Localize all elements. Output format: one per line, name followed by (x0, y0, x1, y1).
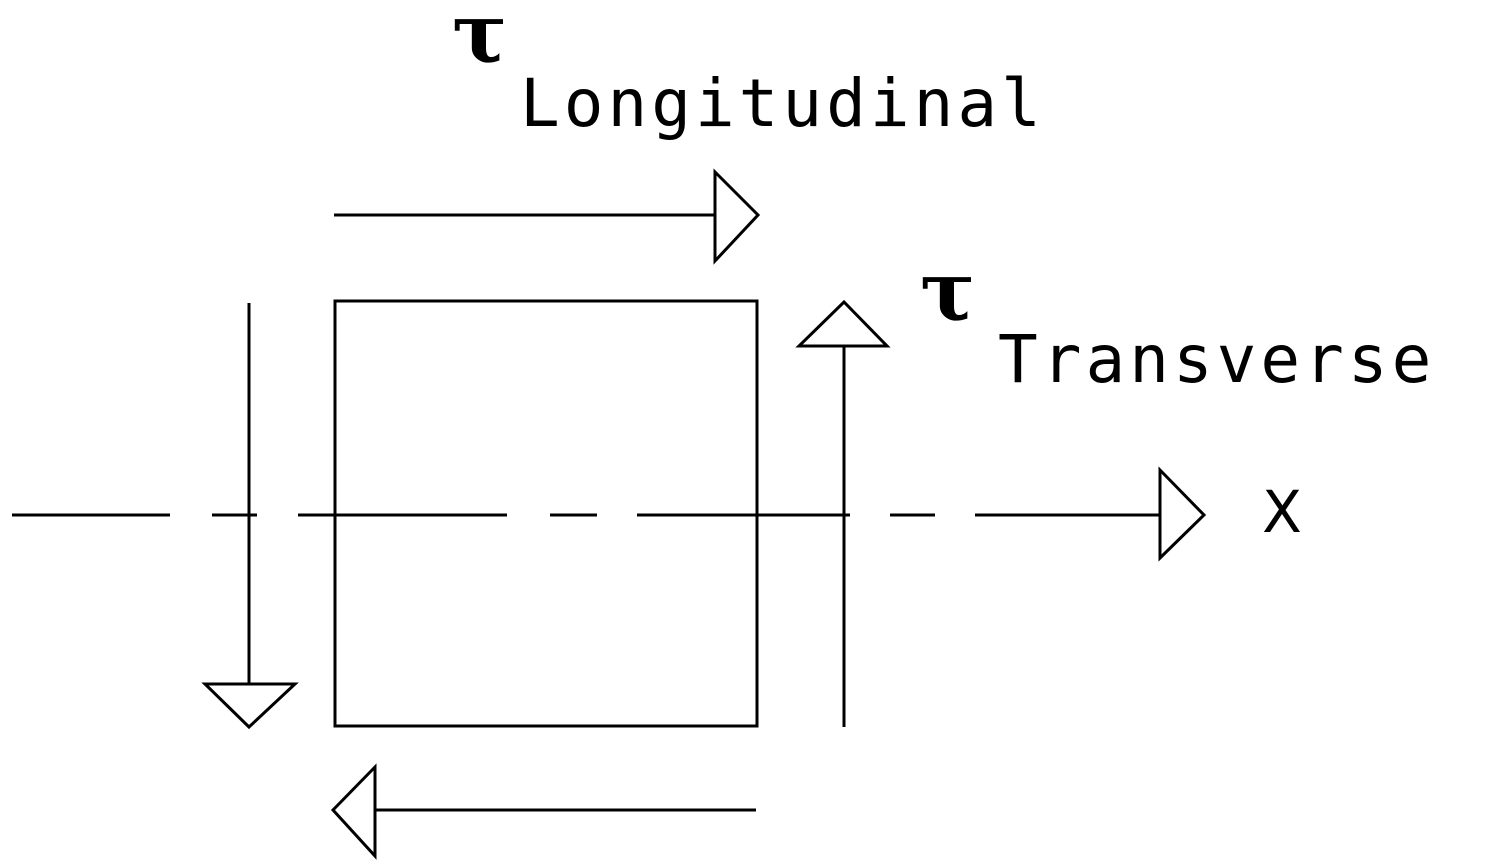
x-axis-label: X (1262, 478, 1302, 546)
longitudinal-subscript: Longitudinal (520, 65, 1045, 142)
x-axis (12, 466, 1207, 562)
tau-transverse-label: τ Transverse (920, 244, 1435, 398)
tau-symbol-longitudinal: τ (452, 0, 507, 82)
transverse-subscript: Transverse (998, 321, 1435, 398)
left-shear-arrow (201, 303, 299, 730)
bottom-shear-arrow (330, 763, 756, 860)
x-axis-arrowhead (1158, 466, 1207, 562)
right-shear-arrow (795, 299, 891, 727)
tau-longitudinal-label: τ Longitudinal (452, 0, 1045, 142)
top-shear-arrow (334, 168, 761, 265)
tau-symbol-transverse: τ (920, 244, 975, 340)
